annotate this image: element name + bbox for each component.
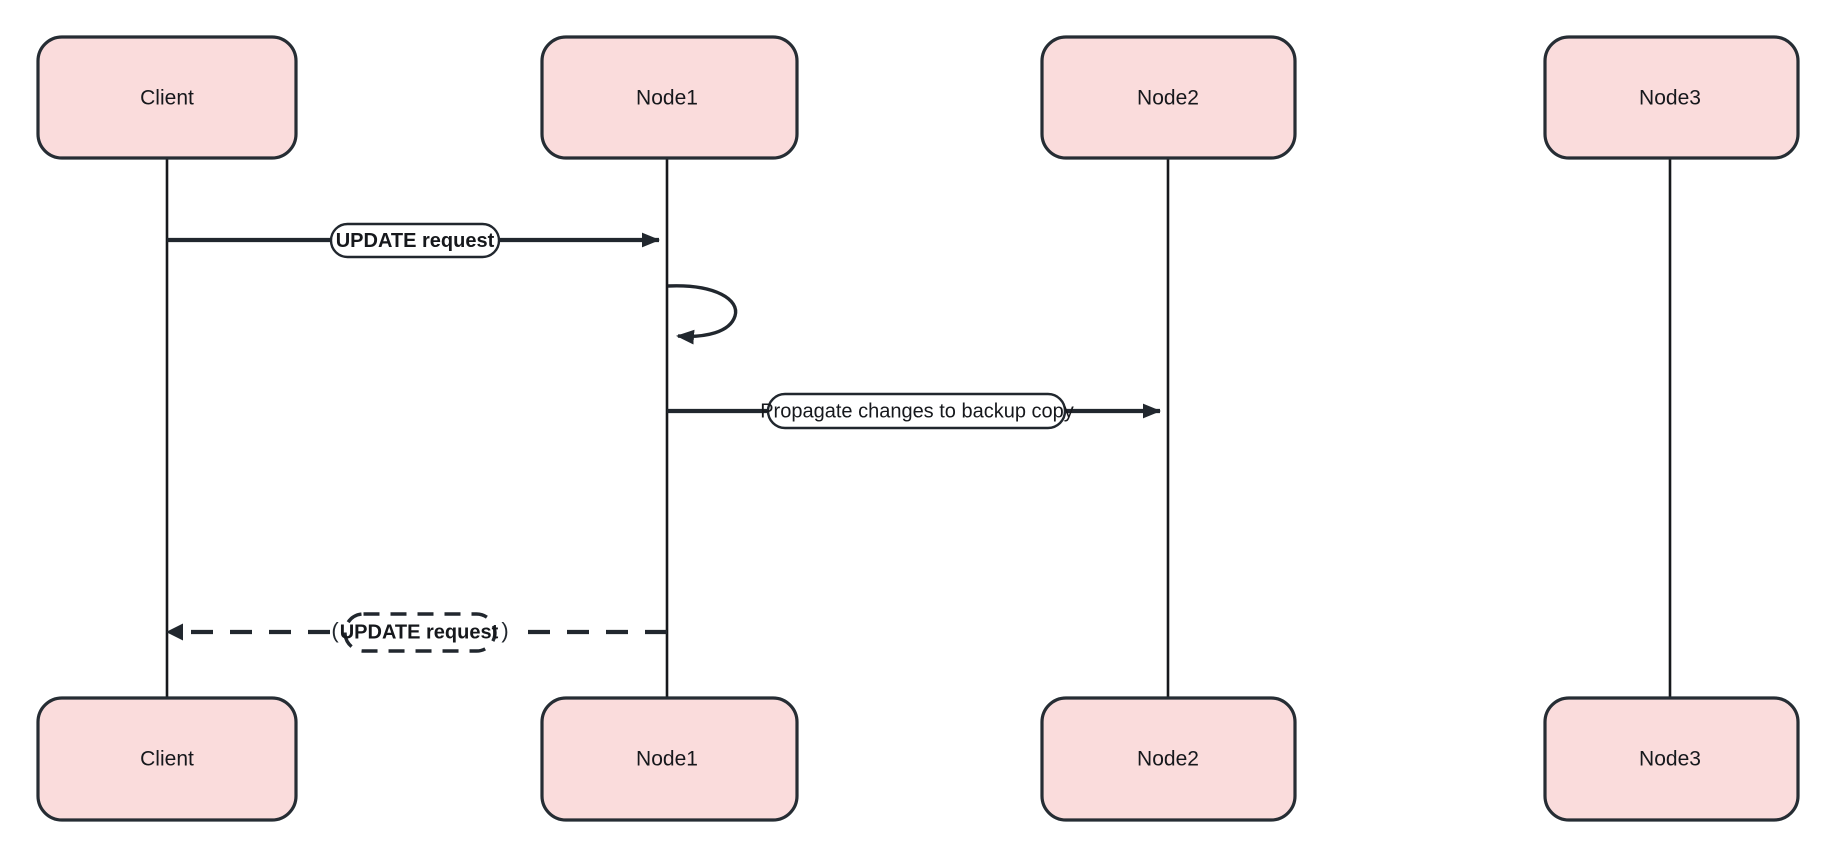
actor-label: Node3 — [1639, 87, 1701, 110]
message-label-text: UPDATE request — [340, 621, 499, 643]
message-label-text: Propagate changes to backup copy — [760, 400, 1074, 422]
actor-header-node3[interactable]: Node3 — [1543, 35, 1800, 160]
actor-footer-node3[interactable]: Node3 — [1543, 696, 1800, 822]
message-self-loop-node1[interactable] — [667, 284, 738, 345]
actor-footer-node1[interactable]: Node1 — [540, 696, 799, 822]
message-label-text: UPDATE request — [336, 230, 495, 252]
actor-box-rect — [1543, 696, 1800, 822]
actor-box-rect — [1040, 35, 1297, 160]
actor-header-node2[interactable]: Node2 — [1040, 35, 1297, 160]
label-open-paren: ( — [331, 618, 339, 643]
self-loop-path — [667, 284, 738, 345]
actor-label: Node1 — [636, 87, 698, 110]
actor-box-rect — [36, 696, 298, 822]
message-update-request-outgoing[interactable]: UPDATE request — [167, 222, 660, 259]
actor-label: Node1 — [636, 748, 698, 771]
lifelines-group — [165, 158, 1672, 700]
actor-box-rect — [540, 696, 799, 822]
message-label-pill-dashed — [343, 612, 497, 653]
actor-header-node1[interactable]: Node1 — [540, 35, 799, 160]
message-label-pill — [329, 222, 501, 259]
actor-label: Client — [140, 748, 194, 771]
actor-footer-client[interactable]: Client — [36, 696, 298, 822]
actor-box-rect — [1040, 696, 1297, 822]
actor-label: Node2 — [1137, 87, 1199, 110]
message-propagate-changes[interactable]: Propagate changes to backup copy — [667, 392, 1161, 430]
message-arrowhead-left — [166, 623, 183, 641]
actor-box-rect — [1543, 35, 1800, 160]
message-update-request-return[interactable]: ( ) UPDATE request — [166, 612, 667, 653]
actor-box-rect — [540, 35, 799, 160]
actor-label: Client — [140, 87, 194, 110]
actor-footer-node2[interactable]: Node2 — [1040, 696, 1297, 822]
actor-header-client[interactable]: Client — [36, 35, 298, 160]
message-label-pill — [766, 392, 1067, 430]
label-close-paren: ) — [501, 618, 508, 643]
actor-label: Node2 — [1137, 748, 1199, 771]
actor-box-rect — [36, 35, 298, 160]
actor-label: Node3 — [1639, 748, 1701, 771]
